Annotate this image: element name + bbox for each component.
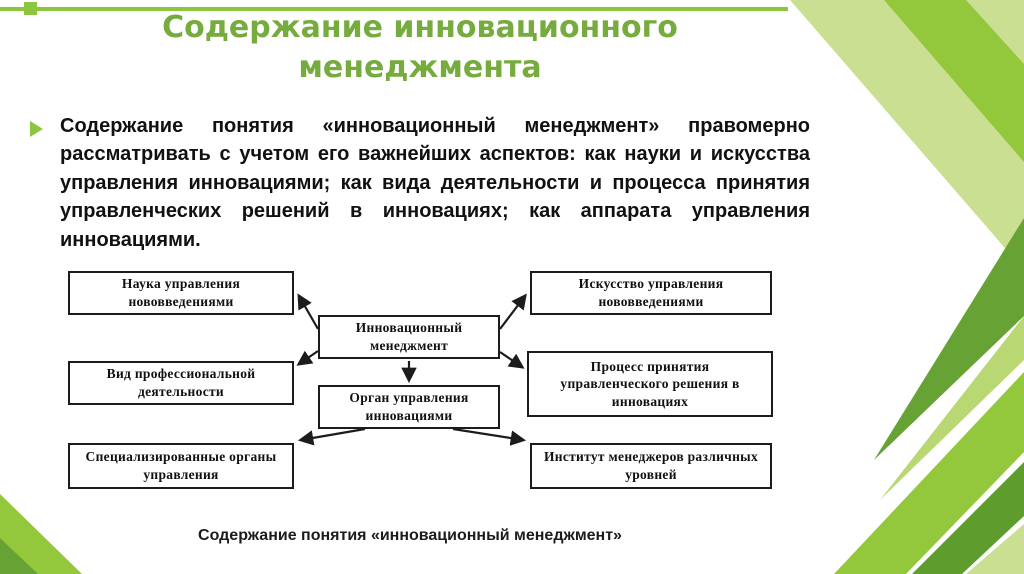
diagram-box-science: Наука управления нововведениями [68,271,294,315]
deco-band-bottom-medium [834,372,1024,574]
body-paragraph: Содержание понятия «инновационный менедж… [60,115,810,251]
arrow-to-science [297,293,319,330]
diagram-box-management-body: Орган управления инновациями [318,385,500,429]
top-accent-square [24,2,37,15]
diagram: Наука управления нововведениями Искусств… [60,265,780,505]
diagram-box-art: Искусство управления нововведениями [530,271,772,315]
arrow-to-art [499,293,527,330]
arrow-to-professional-activity [296,350,319,366]
deco-wedge-dark [874,218,1024,460]
diagram-box-innovation-management: Инновационный менеджмент [318,315,500,359]
deco-triangle-bottom-left-inner [0,538,38,574]
top-accent-line [0,7,788,11]
diagram-box-decision-process: Процесс принятия управленческого решения… [527,351,773,417]
diagram-box-managers-institute: Институт менеджеров различных уровней [530,443,772,489]
deco-stripe-top-medium [884,0,1024,162]
diagram-arrows [296,293,527,446]
deco-triangle-bottom-left [0,494,82,574]
diagram-box-specialized-bodies: Специализированные органы управления [68,443,294,489]
arrow-to-managers-institute [452,427,527,446]
deco-band-bottom-dark [912,462,1024,574]
deco-corner-bottom-light [966,524,1024,574]
deco-wedge-light [880,316,1024,500]
arrow-to-decision-process [499,351,525,369]
triangle-right-icon [30,121,43,137]
diagram-box-professional-activity: Вид профессиональной деятельности [68,361,294,405]
deco-corner-light [966,0,1024,64]
diagram-caption: Содержание понятия «инновационный менедж… [198,527,622,544]
arrow-to-specialized-bodies [297,427,366,446]
slide-title: Содержание инновационного менеджмента [162,10,678,85]
